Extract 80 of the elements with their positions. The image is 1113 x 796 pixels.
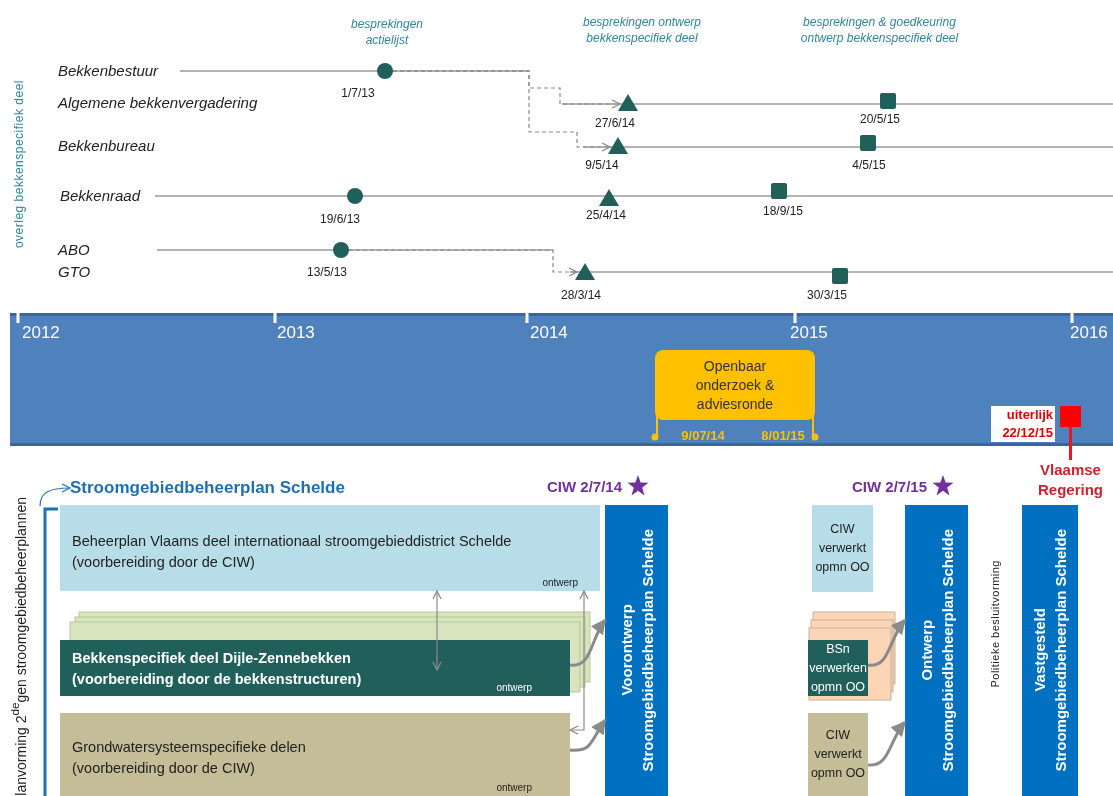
arrow [39,483,71,507]
milestone-triangle [608,136,628,154]
box-text: Bekkenspecifiek deel Dijle-Zennebekken (voorbereiding door de bekkenstructuren) [72,650,362,687]
connector-line [1069,427,1072,460]
date-label: 19/6/13 [318,212,361,226]
date-label: uiterlijk 22/12/15 [991,406,1055,442]
year-label: 2012 [22,323,61,343]
year-label: 2016 [1070,323,1109,343]
year-label: 2013 [277,323,316,343]
milestone-square [771,183,787,199]
arrow [569,590,589,735]
arrow [432,590,442,671]
date-label: 8/01/15 [760,428,806,443]
deadline-marker [1060,406,1081,427]
dashed-arrow [392,70,611,152]
plan-box [808,713,868,796]
box-text: BSn verwerken opmn OO [809,640,867,696]
section-title: Stroomgebiedbeheerplan Schelde [70,476,400,500]
arrow [569,718,607,752]
plan-box [60,505,600,591]
date-label: 1/7/13 [340,86,376,100]
box-text: Beheerplan Vlaams deel internationaal stroomgebieddistrict Schelde (voorbereiding door de CIW) [72,533,512,570]
plan-column [605,505,668,796]
annotation: besprekingen actielijst [349,16,425,48]
column-subtitle: Stroomgebiedbeheerplan Schelde [1051,529,1070,772]
year-label: 2015 [790,323,829,343]
date-label: 27/6/14 [593,116,636,130]
date-label: 9/5/14 [584,158,620,172]
milestone-label: CIW 2/7/14 [547,477,623,497]
box-text: CIW verwerkt opmn OO [814,521,871,576]
milestone-square [880,93,896,109]
box-text: CIW verwerkt opmn OO [810,727,866,782]
milestone-triangle [575,262,595,280]
column-title: Vastgesteld [1030,607,1049,695]
date-label: 25/4/14 [584,208,627,222]
arrow [868,720,907,767]
column-subtitle: Stroomgebiedbeheerplan Schelde [637,529,657,772]
plan-column [905,505,968,796]
row-label: GTO [58,262,98,282]
column-title: Ontwerp [916,619,936,683]
milestone-label: CIW 2/7/15 [852,477,928,497]
status-text: ontwerp [496,782,532,793]
milestone-triangle [599,188,619,206]
plan-box [812,505,873,592]
authority-label: Vlaamse Regering [1028,460,1113,504]
row-label: Bekkenraad [60,186,155,208]
milestone-square [860,135,876,151]
row-label: Bekkenbureau [58,136,170,158]
status-text: ontwerp [496,682,532,693]
date-label: 9/07/14 [680,428,726,443]
plan-column [1022,505,1078,796]
date-label: 28/3/14 [559,288,602,302]
status-text: ontwerp [542,577,578,588]
vertical-label: overleg bekkenspecifiek deel [12,80,26,249]
phase-box: Openbaar onderzoek & adviesronde [655,350,815,420]
annotation: besprekingen & goedkeuring ontwerp bekkenspecifiek deel [799,14,960,46]
arrow [569,618,607,667]
milestone-circle [377,63,393,79]
date-label: 18/9/15 [761,204,804,218]
column-subtitle: Stroomgebiedbeheerplan Schelde [937,529,957,772]
plan-box [60,713,570,796]
date-label: 4/5/15 [851,158,887,172]
vertical-label: Politieke besluitvorming [989,560,1001,688]
dashed-arrow [348,249,578,277]
year-label: 2014 [530,323,569,343]
arrow [867,618,907,667]
milestone-circle [333,242,349,258]
box-text: Grondwatersysteemspecifieke delen (voorbereiding door de CIW) [72,739,306,776]
row-label: ABO [58,240,98,260]
date-label: 30/3/15 [805,288,848,302]
plan-box [60,640,570,696]
milestone-circle [347,188,363,204]
column-title: Voorontwerp [616,603,636,699]
row-label: Algemene bekkenvergadering [58,93,288,115]
annotation: besprekingen ontwerp bekkenspecifiek deel [581,14,703,46]
date-label: 13/5/13 [305,265,348,279]
date-label: 20/5/15 [858,112,901,126]
milestone-triangle [618,93,638,111]
milestone-square [832,268,848,284]
row-label: Bekkenbestuur [58,61,170,81]
